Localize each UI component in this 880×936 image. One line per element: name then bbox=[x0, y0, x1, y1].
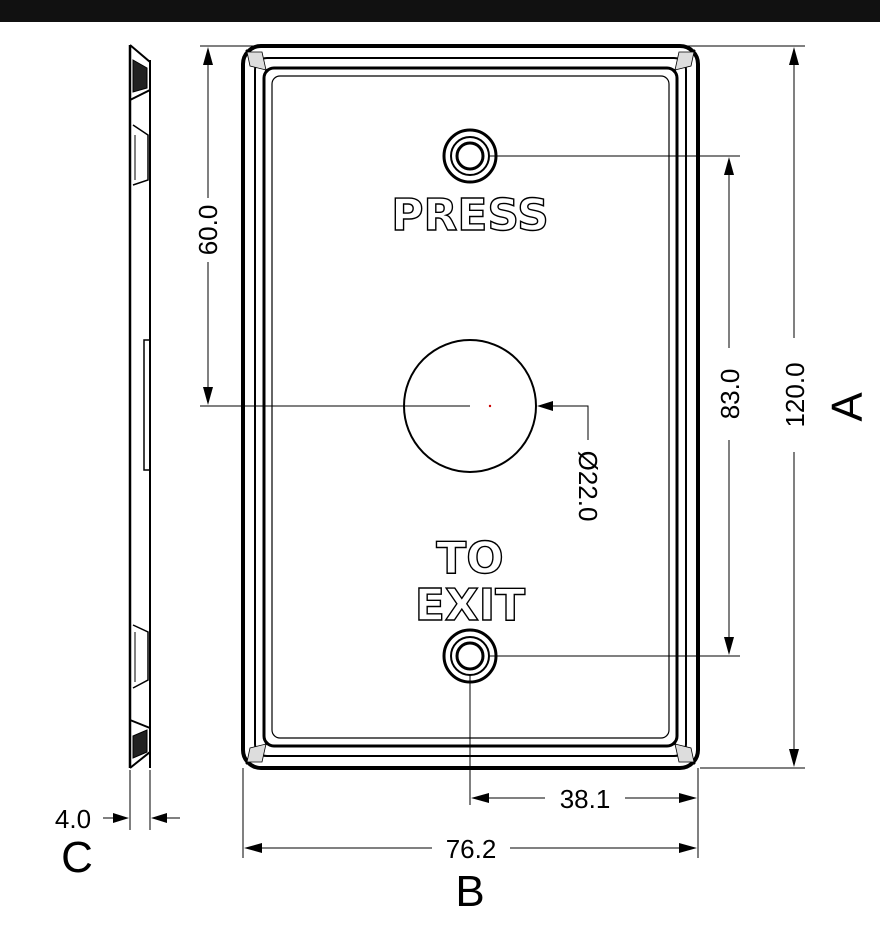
side-view bbox=[128, 44, 151, 769]
press-label: PRESS bbox=[391, 190, 549, 241]
exit-label: EXIT bbox=[415, 580, 525, 631]
callout-height: A bbox=[823, 392, 872, 422]
dim-hole-diameter: Ø22.0 bbox=[573, 451, 603, 522]
top-screw-hole bbox=[442, 128, 498, 184]
dim-thickness: 4.0 bbox=[55, 804, 91, 834]
dimension-lines bbox=[103, 45, 805, 858]
callout-width: B bbox=[455, 867, 484, 916]
callout-thickness: C bbox=[61, 833, 93, 882]
dimension-arrows bbox=[113, 47, 799, 853]
dim-hole-offset: 60.0 bbox=[193, 205, 223, 256]
title-bar bbox=[0, 0, 880, 30]
dim-height: 120.0 bbox=[780, 362, 810, 427]
dim-width: 76.2 bbox=[446, 834, 497, 864]
dim-half-width: 38.1 bbox=[560, 784, 611, 814]
faceplate bbox=[241, 44, 700, 770]
to-label: TO bbox=[436, 533, 503, 584]
dim-screw-spacing: 83.0 bbox=[715, 369, 745, 420]
bottom-screw-hole bbox=[442, 628, 498, 684]
